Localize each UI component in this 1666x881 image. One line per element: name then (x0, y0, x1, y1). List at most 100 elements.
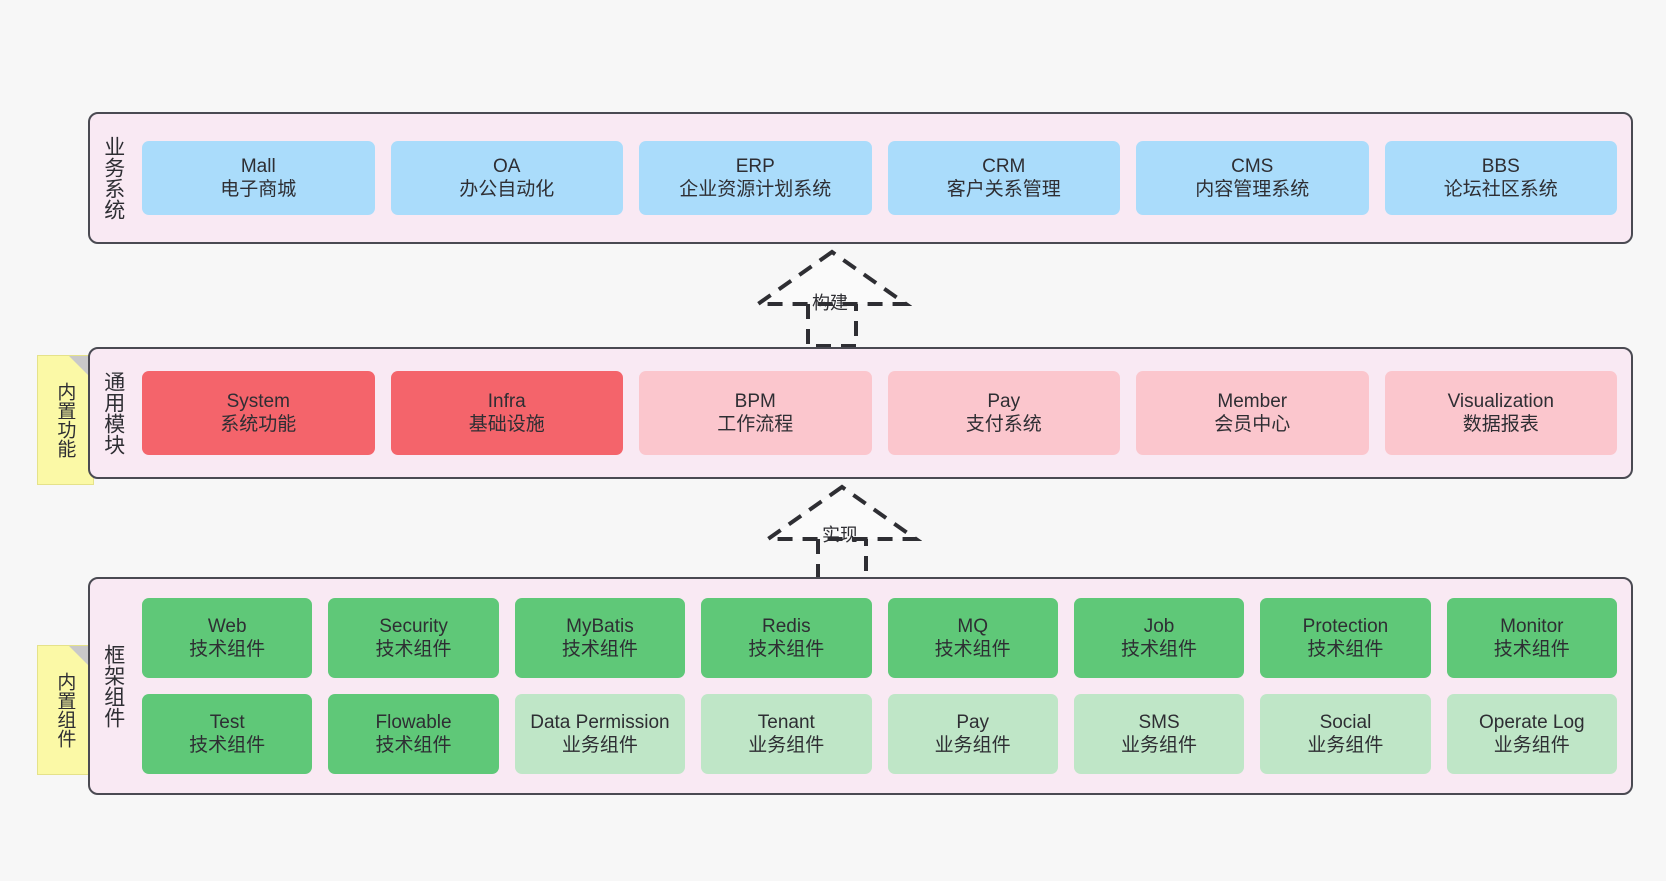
business-card-crm[interactable]: CRM 客户关系管理 (887, 141, 1120, 215)
card-title: ERP (735, 155, 775, 177)
framework-card-mybatis[interactable]: MyBatis 技术组件 (514, 598, 686, 678)
connector-implement (762, 484, 922, 583)
framework-card-protection[interactable]: Protection 技术组件 (1260, 598, 1431, 678)
card-subtitle: 技术组件 (189, 735, 266, 756)
framework-card-monitor[interactable]: Monitor 技术组件 (1446, 598, 1617, 678)
card-subtitle: 技术组件 (1493, 639, 1570, 660)
card-title: CMS (1231, 155, 1274, 177)
layer-title-business: 业务系统 (101, 136, 125, 220)
card-title: Flowable (375, 711, 452, 733)
module-card-system[interactable]: System 系统功能 (142, 371, 375, 455)
card-title: Tenant (757, 711, 815, 733)
card-title: Pay (987, 390, 1021, 412)
framework-card-redis[interactable]: Redis 技术组件 (701, 598, 872, 678)
card-subtitle: 业务组件 (934, 735, 1011, 756)
card-title: Security (379, 615, 448, 637)
layer-panel-framework-components: 框架组件 Web 技术组件 Security 技术组件 MyBatis 技术组件… (88, 577, 1633, 795)
card-title: Visualization (1447, 390, 1554, 412)
layer-title-common-modules: 通用模块 (101, 371, 125, 455)
card-subtitle: 企业资源计划系统 (679, 179, 832, 200)
card-subtitle: 业务组件 (1493, 735, 1570, 756)
layer-panel-common-modules: 通用模块 System 系统功能 Infra 基础设施 BPM 工作流程 Pay… (88, 347, 1633, 479)
sticky-note-text: 内置功能 (54, 382, 76, 458)
card-subtitle: 技术组件 (934, 639, 1011, 660)
card-row: Mall 电子商城 OA 办公自动化 ERP 企业资源计划系统 CRM 客户关系… (142, 141, 1617, 215)
card-subtitle: 内容管理系统 (1195, 179, 1310, 200)
card-subtitle: 会员中心 (1214, 414, 1291, 435)
framework-card-sms[interactable]: SMS 业务组件 (1073, 694, 1245, 774)
framework-card-mq[interactable]: MQ 技术组件 (887, 598, 1058, 678)
connector-stem (816, 539, 868, 583)
card-title: Social (1319, 711, 1372, 733)
card-title: Infra (487, 390, 526, 412)
framework-card-data-permission[interactable]: Data Permission 业务组件 (514, 694, 686, 774)
framework-card-tenant[interactable]: Tenant 业务组件 (701, 694, 872, 774)
card-title: Redis (762, 615, 811, 637)
card-title: Job (1143, 615, 1175, 637)
card-title: Member (1217, 390, 1288, 412)
module-card-visualization[interactable]: Visualization 数据报表 (1384, 371, 1617, 455)
business-card-oa[interactable]: OA 办公自动化 (390, 141, 623, 215)
framework-card-pay[interactable]: Pay 业务组件 (887, 694, 1058, 774)
card-title: Protection (1302, 615, 1389, 637)
card-title: Operate Log (1478, 711, 1585, 733)
framework-card-flowable[interactable]: Flowable 技术组件 (328, 694, 499, 774)
card-subtitle: 数据报表 (1462, 414, 1539, 435)
module-card-bpm[interactable]: BPM 工作流程 (639, 371, 872, 455)
connector-build (752, 249, 912, 348)
card-title: BPM (734, 390, 776, 412)
module-card-infra[interactable]: Infra 基础设施 (390, 371, 623, 455)
card-subtitle: 工作流程 (717, 414, 794, 435)
card-subtitle: 技术组件 (375, 735, 452, 756)
framework-card-test[interactable]: Test 技术组件 (142, 694, 313, 774)
card-title: SMS (1138, 711, 1180, 733)
card-subtitle: 基础设施 (468, 414, 545, 435)
card-grid-framework: Web 技术组件 Security 技术组件 MyBatis 技术组件 Redi… (136, 579, 1631, 793)
generalization-arrowhead (762, 484, 922, 541)
card-title: Test (209, 711, 245, 733)
sticky-note-text: 内置组件 (54, 672, 76, 748)
layer-title-framework-components: 框架组件 (101, 644, 125, 728)
card-subtitle: 系统功能 (220, 414, 297, 435)
card-subtitle: 业务组件 (1121, 735, 1198, 756)
framework-card-security[interactable]: Security 技术组件 (328, 598, 499, 678)
connector-label-implement: 实现 (822, 525, 858, 545)
generalization-arrowhead (752, 249, 912, 306)
card-title: Monitor (1500, 615, 1564, 637)
card-subtitle: 电子商城 (220, 179, 297, 200)
card-subtitle: 论坛社区系统 (1443, 179, 1558, 200)
framework-card-web[interactable]: Web 技术组件 (142, 598, 313, 678)
framework-card-operate-log[interactable]: Operate Log 业务组件 (1446, 694, 1617, 774)
business-card-cms[interactable]: CMS 内容管理系统 (1136, 141, 1369, 215)
card-subtitle: 客户关系管理 (946, 179, 1061, 200)
card-subtitle: 技术组件 (561, 639, 638, 660)
card-subtitle: 技术组件 (748, 639, 825, 660)
sticky-note-builtin-functions: 内置功能 (37, 355, 94, 485)
card-grid-business: Mall 电子商城 OA 办公自动化 ERP 企业资源计划系统 CRM 客户关系… (136, 114, 1631, 242)
layer-panel-business: 业务系统 Mall 电子商城 OA 办公自动化 ERP 企业资源计划系统 CRM… (88, 112, 1633, 244)
framework-card-job[interactable]: Job 技术组件 (1073, 598, 1245, 678)
card-title: System (226, 390, 290, 412)
connector-stem (806, 304, 858, 348)
framework-card-social[interactable]: Social 业务组件 (1260, 694, 1431, 774)
business-card-mall[interactable]: Mall 电子商城 (142, 141, 375, 215)
card-title: Web (207, 615, 247, 637)
card-grid-common: System 系统功能 Infra 基础设施 BPM 工作流程 Pay 支付系统… (136, 349, 1631, 477)
card-subtitle: 技术组件 (1121, 639, 1198, 660)
card-subtitle: 业务组件 (1307, 735, 1384, 756)
connector-label-build: 构建 (812, 293, 848, 313)
card-subtitle: 办公自动化 (459, 179, 555, 200)
module-card-pay[interactable]: Pay 支付系统 (887, 371, 1120, 455)
card-subtitle: 支付系统 (965, 414, 1042, 435)
business-card-bbs[interactable]: BBS 论坛社区系统 (1384, 141, 1617, 215)
card-subtitle: 技术组件 (189, 639, 266, 660)
sticky-note-builtin-components: 内置组件 (37, 645, 94, 775)
card-row-tech: Web 技术组件 Security 技术组件 MyBatis 技术组件 Redi… (142, 598, 1617, 678)
card-subtitle: 业务组件 (561, 735, 638, 756)
card-row: System 系统功能 Infra 基础设施 BPM 工作流程 Pay 支付系统… (142, 371, 1617, 455)
business-card-erp[interactable]: ERP 企业资源计划系统 (639, 141, 872, 215)
card-title: CRM (982, 155, 1026, 177)
card-subtitle: 技术组件 (375, 639, 452, 660)
module-card-member[interactable]: Member 会员中心 (1136, 371, 1369, 455)
